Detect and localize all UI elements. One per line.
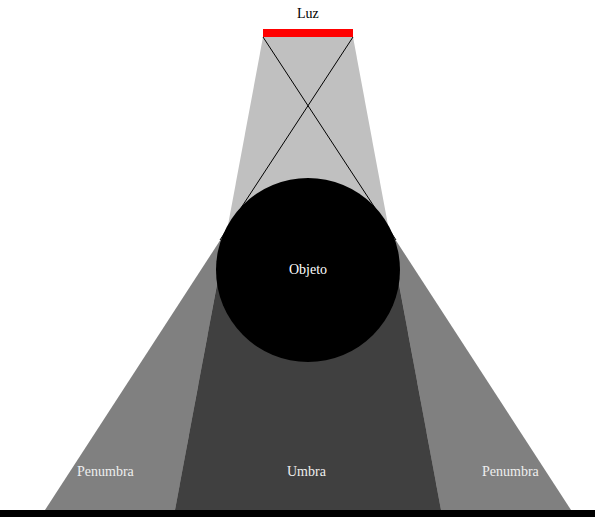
light-source bbox=[263, 29, 353, 37]
node-text: Umbra bbox=[287, 464, 326, 481]
penumbra-label: Penumbra bbox=[73, 462, 138, 483]
ground bbox=[0, 510, 595, 517]
node-text: Penumbra bbox=[77, 464, 134, 481]
penumbra-label: Penumbra bbox=[478, 462, 543, 483]
node-text: Luz bbox=[297, 6, 319, 23]
node-text: Penumbra bbox=[482, 464, 539, 481]
node-text: Objeto bbox=[289, 262, 327, 279]
object-circle bbox=[216, 178, 400, 362]
umbra-label: Umbra bbox=[283, 462, 330, 483]
light-label: Luz bbox=[293, 4, 323, 25]
light-cone bbox=[175, 37, 441, 510]
object-circle-label: Objeto bbox=[285, 260, 331, 281]
